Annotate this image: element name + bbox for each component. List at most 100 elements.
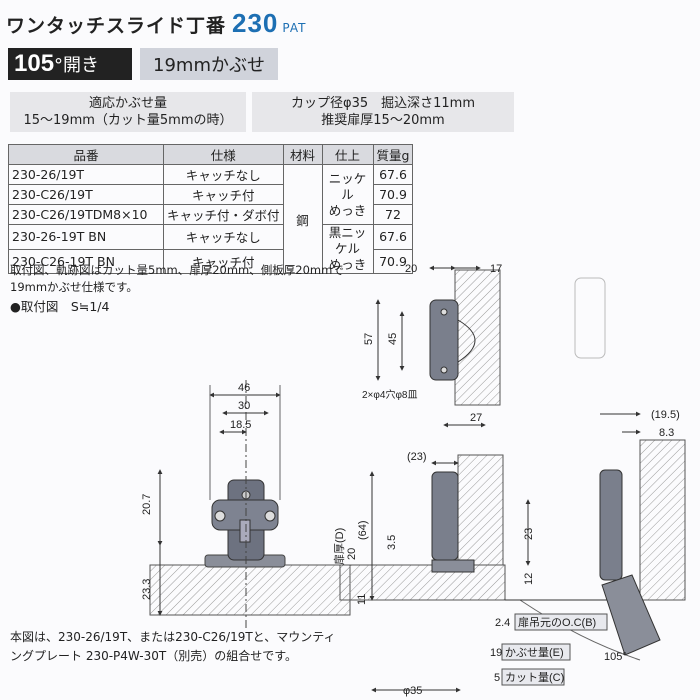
cup-body bbox=[429, 299, 459, 381]
col-finish: 仕上 bbox=[321, 144, 374, 165]
cut-label: カット量(C) bbox=[505, 671, 564, 684]
dim-20-7: 20.7 bbox=[141, 494, 153, 515]
table-row: 230-26/19T キャッチなし 鋼 ニッケル めっき 67.6 bbox=[8, 164, 414, 274]
spec-table: 品番 仕様 材料 仕上 質量g 230-26/19T キャッチなし 鋼 ニッケル… bbox=[8, 144, 414, 274]
cell-finish-nickel: ニッケル めっき bbox=[321, 164, 374, 225]
cup-hole-bottom bbox=[440, 366, 448, 374]
overlay-label: かぶせ量(E) bbox=[505, 646, 564, 659]
oc-label: 扉吊元のO.C(B) bbox=[518, 616, 596, 629]
plate-side bbox=[431, 559, 475, 573]
cup-info-line2: 推奨扉厚15～20mm bbox=[321, 113, 445, 128]
angle-suffix: °開き bbox=[54, 55, 100, 76]
drawing-scale-label: ●取付図 S≒1/4 bbox=[10, 299, 110, 314]
cell-mass: 67.6 bbox=[372, 164, 414, 185]
bottom-dimensions: 2.4 扉吊元のO.C(B) 19 かぶせ量(E) 5 カット量(C) φ35 bbox=[371, 613, 608, 697]
dim-19-5: (19.5) bbox=[651, 409, 680, 421]
table-row: 230-C26-19T BN キャッチ付 70.9 bbox=[8, 248, 414, 274]
mount-note-line1: 取付図、軌跡図はカット量5mm、扉厚20mm、側板厚20mmで bbox=[10, 263, 344, 277]
dim-57: 57 bbox=[363, 333, 375, 345]
mount-note: 取付図、軌跡図はカット量5mm、扉厚20mm、側板厚20mmで 19mmかぶせ仕… bbox=[10, 262, 344, 296]
opening-angle-badge: 105°開き bbox=[8, 48, 132, 80]
cell-spec: キャッチなし bbox=[163, 224, 284, 250]
dim-46: 46 bbox=[238, 382, 250, 394]
cell-part: 230-C26/19T bbox=[8, 184, 164, 205]
dim-45: 45 bbox=[387, 333, 399, 345]
ghost-hinge bbox=[574, 277, 606, 359]
pat-label: PAT bbox=[282, 21, 307, 35]
oc-label-box bbox=[514, 613, 608, 631]
table-row: 230-C26/19TDM8×10 キャッチ付・ダボ付 72 bbox=[8, 204, 414, 225]
side-panel-open bbox=[639, 439, 686, 601]
dim-23-paren: (23) bbox=[407, 451, 427, 463]
mount-note-line2: 19mmかぶせ仕様です。 bbox=[10, 280, 138, 294]
table-row: 230-26-19T BN キャッチなし 黒ニッケル めっき 67.6 bbox=[8, 224, 414, 274]
adjust-slot bbox=[239, 519, 251, 543]
carcass-panel bbox=[339, 564, 506, 601]
open-door-drawing: (19.5) 8.3 105° bbox=[599, 409, 686, 663]
cell-finish-black: 黒ニッケル めっき bbox=[321, 224, 374, 274]
side-section-drawing: (23) (64) 3.5 20 11 23 12 扉厚(D) bbox=[333, 451, 641, 661]
dim-17: 17 bbox=[490, 263, 502, 275]
dim-23: 23 bbox=[523, 528, 535, 540]
dim-20-side: 20 bbox=[346, 548, 358, 560]
cup-arc bbox=[457, 319, 476, 363]
angle-105: 105° bbox=[604, 651, 627, 663]
screw-right bbox=[264, 510, 276, 522]
door-panel bbox=[457, 454, 504, 566]
door-thickness-label: 扉厚(D) bbox=[333, 528, 346, 565]
dim-19: 19 bbox=[490, 647, 502, 659]
table-header-row: 品番 仕様 材料 仕上 質量g bbox=[8, 144, 414, 165]
bottom-note: 本図は、230-26/19T、または230-C26/19Tと、マウンティ ングプ… bbox=[10, 628, 335, 666]
cup-info-line1: カップ径φ35 掘込深さ11mm bbox=[291, 96, 475, 111]
col-part: 品番 bbox=[8, 144, 164, 165]
hinge-open bbox=[599, 469, 623, 581]
dim-27: 27 bbox=[470, 412, 482, 424]
dim-11: 11 bbox=[356, 594, 368, 605]
dim-2-4: 2.4 bbox=[495, 617, 510, 629]
cell-part: 230-C26-19T BN bbox=[8, 248, 164, 274]
cup-plan-drawing: 20 17 57 45 27 2×φ4穴φ8皿 bbox=[362, 263, 606, 428]
hinge-side bbox=[431, 471, 459, 561]
side-panel bbox=[149, 564, 351, 616]
door-section bbox=[454, 269, 501, 406]
overlay-label-box bbox=[501, 643, 571, 661]
col-spec: 仕様 bbox=[163, 144, 284, 165]
cell-mass: 72 bbox=[372, 204, 414, 225]
dim-8-3: 8.3 bbox=[659, 427, 674, 439]
cell-part: 230-C26/19TDM8×10 bbox=[8, 204, 164, 225]
col-material: 材料 bbox=[282, 144, 323, 165]
angle-value: 105 bbox=[14, 50, 55, 77]
cut-label-box bbox=[501, 668, 565, 686]
model-number: 230 bbox=[232, 8, 279, 38]
col-mass: 質量g bbox=[372, 144, 414, 165]
cell-material: 鋼 bbox=[282, 164, 323, 274]
door-open bbox=[601, 574, 661, 656]
cell-mass: 70.9 bbox=[372, 184, 414, 205]
dim-3-5: 3.5 bbox=[386, 535, 398, 550]
bottom-note-line1: 本図は、230-26/19T、または230-C26/19Tと、マウンティ bbox=[10, 630, 336, 644]
front-mount-drawing: 46 30 18.5 20.7 23.3 bbox=[141, 380, 351, 630]
bottom-note-line2: ングプレート 230-P4W-30T（別売）の組合せです。 bbox=[10, 649, 298, 663]
overlay-badge: 19mmかぶせ bbox=[140, 48, 278, 80]
phi35: φ35 bbox=[403, 685, 422, 697]
title-text: ワンタッチスライド丁番 bbox=[6, 15, 227, 37]
overlay-info-box: 適応かぶせ量 15～19mm（カット量5mmの時） bbox=[10, 92, 246, 132]
cell-spec: キャッチなし bbox=[163, 164, 284, 185]
overlay-info-line2: 15～19mm（カット量5mmの時） bbox=[23, 113, 233, 128]
dim-30: 30 bbox=[238, 400, 250, 412]
dim-20-top: 20 bbox=[405, 263, 417, 275]
dim-5: 5 bbox=[494, 672, 500, 684]
cell-spec: キャッチ付・ダボ付 bbox=[163, 204, 284, 225]
dim-23-3: 23.3 bbox=[141, 579, 153, 600]
overlay-info-line1: 適応かぶせ量 bbox=[88, 96, 167, 111]
cup-hole-top bbox=[440, 308, 448, 316]
dim-18-5: 18.5 bbox=[230, 419, 251, 431]
holes-label: 2×φ4穴φ8皿 bbox=[362, 388, 418, 401]
cell-spec: キャッチ付 bbox=[163, 248, 284, 274]
swing-arc bbox=[519, 599, 641, 661]
table-row: 230-C26/19T キャッチ付 70.9 bbox=[8, 184, 414, 205]
dim-64: (64) bbox=[357, 520, 369, 540]
cell-mass: 70.9 bbox=[372, 248, 414, 274]
screw-left bbox=[214, 510, 226, 522]
